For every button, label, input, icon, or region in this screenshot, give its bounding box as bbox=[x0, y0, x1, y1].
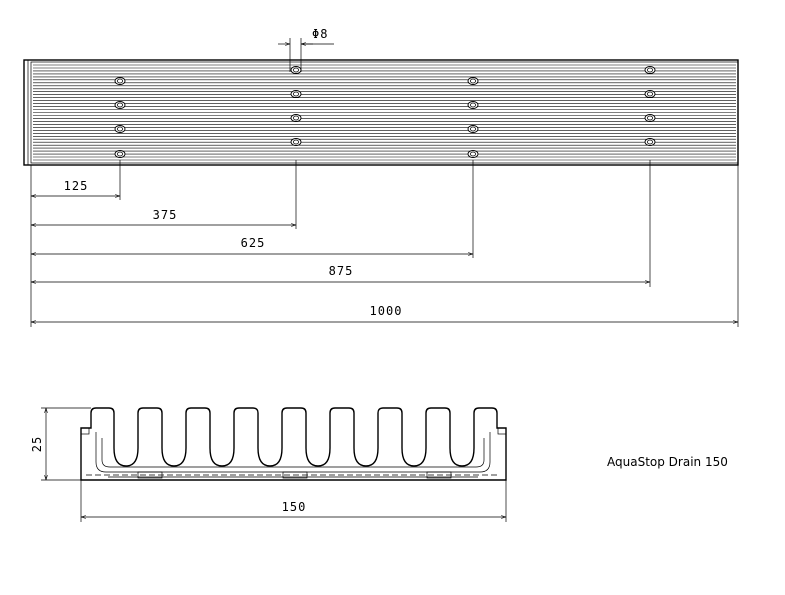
section-view: 25 150 bbox=[30, 407, 507, 522]
mounting-hole bbox=[644, 138, 656, 146]
base-clips bbox=[80, 427, 507, 479]
top-view: Φ8 125 375 625 875 10 bbox=[23, 27, 739, 327]
grate-inner-outline bbox=[30, 61, 739, 164]
mounting-hole bbox=[290, 66, 302, 74]
mounting-hole bbox=[290, 114, 302, 122]
dimension-625: 625 bbox=[31, 236, 473, 254]
channel-outer-profile bbox=[80, 407, 507, 481]
mounting-hole bbox=[467, 101, 479, 109]
grate-slots bbox=[33, 64, 736, 161]
channel-inner-wall bbox=[95, 432, 491, 473]
dimension-375: 375 bbox=[31, 208, 296, 225]
mounting-hole bbox=[290, 90, 302, 98]
mounting-hole bbox=[114, 150, 126, 158]
height-label: 25 bbox=[30, 436, 44, 452]
product-name: AquaStop Drain 150 bbox=[607, 455, 728, 469]
mounting-holes bbox=[114, 66, 656, 158]
dim-label-1000: 1000 bbox=[370, 304, 403, 318]
mounting-hole bbox=[467, 125, 479, 133]
dimension-1000: 1000 bbox=[31, 304, 738, 322]
mounting-hole bbox=[467, 77, 479, 85]
channel-inner-wall-2 bbox=[101, 438, 485, 468]
mounting-hole bbox=[290, 138, 302, 146]
hole-diameter-callout: Φ8 bbox=[278, 27, 334, 72]
dimension-width: 150 bbox=[80, 480, 507, 522]
mounting-hole bbox=[114, 125, 126, 133]
mounting-hole bbox=[114, 77, 126, 85]
mounting-hole bbox=[644, 90, 656, 98]
dim-label-375: 375 bbox=[153, 208, 178, 222]
mounting-hole bbox=[467, 150, 479, 158]
mounting-hole bbox=[644, 66, 656, 74]
mounting-hole bbox=[644, 114, 656, 122]
dimension-125: 125 bbox=[31, 179, 120, 196]
dim-label-875: 875 bbox=[329, 264, 354, 278]
mounting-hole bbox=[114, 101, 126, 109]
dim-label-625: 625 bbox=[241, 236, 266, 250]
dimension-height: 25 bbox=[30, 407, 91, 481]
width-label: 150 bbox=[282, 500, 307, 514]
hole-diameter-label: Φ8 bbox=[312, 27, 328, 41]
dim-label-125: 125 bbox=[64, 179, 89, 193]
extension-lines bbox=[30, 160, 739, 327]
dimension-875: 875 bbox=[31, 264, 650, 282]
